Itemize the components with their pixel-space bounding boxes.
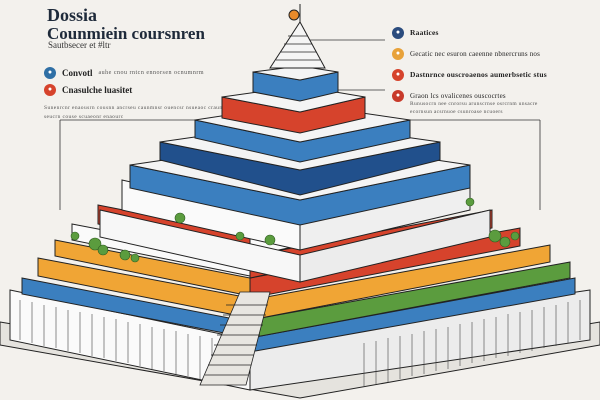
note-right: Runusocrn nee cnrorsu arunscrnse osrcrnm… [410, 101, 538, 115]
legend-item: ● Raatices [392, 22, 562, 43]
legend-label: Raatices [410, 28, 439, 37]
legend-item: ● Convotl auhe cnou rntcn ennorsen ocnum… [44, 64, 254, 81]
title-line-1: Dossia [47, 5, 98, 25]
dot-icon: ● [392, 89, 404, 102]
legend-left: ● Convotl auhe cnou rntcn ennorsen ocnum… [44, 64, 254, 98]
title-line-2: Counmiein coursnren [47, 23, 205, 43]
trees [70, 197, 520, 263]
page-subtitle: Sautbsecer et #ltr [48, 40, 111, 50]
dot-icon: ● [392, 68, 404, 81]
legend-detail: auhe cnou rntcn ennorsen ocnumnrm [98, 69, 204, 76]
legend-label: Graon lcs ovalicenes ouscocrtes [410, 91, 506, 100]
legend-item: ● Gecatic nec esuron caeenne nbnercruns … [392, 43, 562, 64]
building-base [9, 289, 591, 391]
legend-item: ● Graon lcs ovalicenes ouscocrtes [392, 85, 562, 106]
legend-label: Dastnrnce ouscroaenos aumerbsetic stus [410, 70, 547, 79]
spire [269, 4, 326, 69]
dot-icon: ● [392, 26, 404, 39]
legend-right: ● Raatices ● Gecatic nec esuron caeenne … [392, 22, 562, 106]
upper-tiers [129, 65, 471, 226]
legend-label: Convotl [62, 67, 93, 78]
page-title: Dossia Counmiein coursnren [47, 6, 205, 43]
dot-icon: ● [392, 47, 404, 60]
dot-icon: ● [44, 83, 56, 96]
legend-item: ● Dastnrnce ouscroaenos aumerbsetic stus [392, 64, 562, 85]
dot-icon: ● [44, 66, 56, 79]
staircase [199, 291, 271, 386]
legend-item: ● Cnasulche luasitet [44, 81, 254, 98]
legend-label: Gecatic nec esuron caeenne nbnercruns no… [410, 49, 541, 58]
legend-label: Cnasulche luasitet [62, 84, 133, 95]
note-left: Sunenrcnr enaousrn cousnn ancrseu caunmn… [44, 105, 234, 120]
